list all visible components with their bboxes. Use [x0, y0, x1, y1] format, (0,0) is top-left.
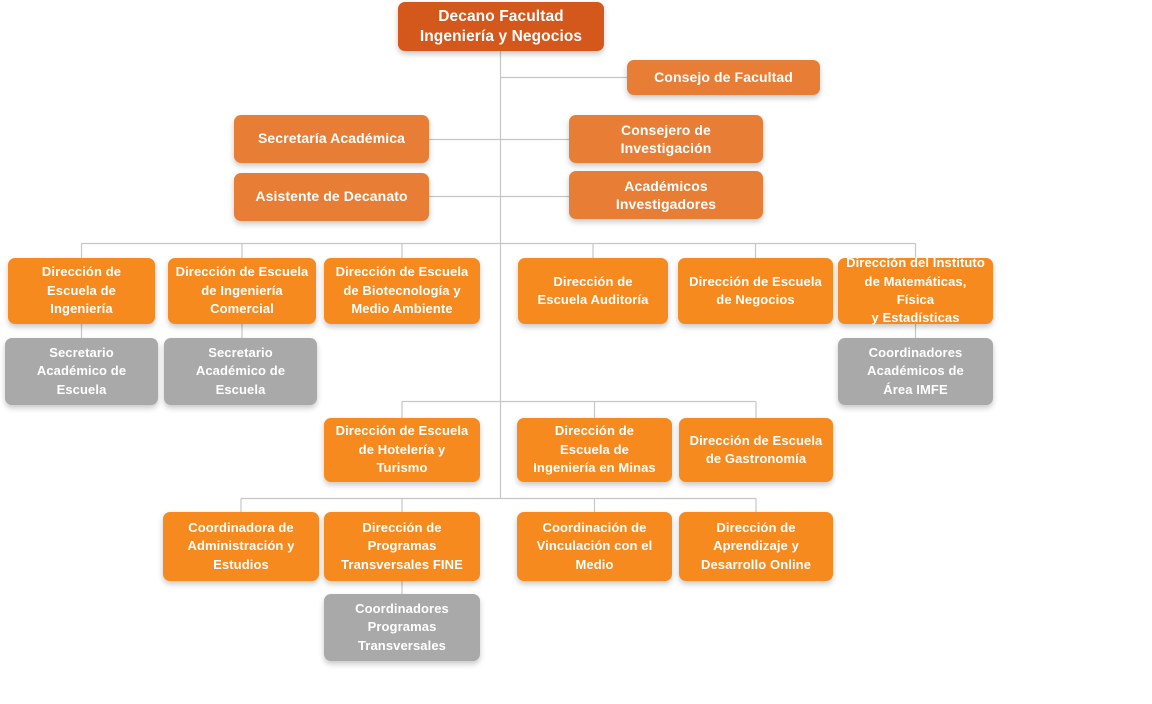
- node-instituto-imfe: Dirección del Instituto de Matemáticas, …: [838, 255, 993, 325]
- node-coordinadora-administracion: Coordinadora de Administración y Estudio…: [163, 512, 319, 581]
- node-aprendizaje-online: Dirección de Aprendizaje y Desarrollo On…: [679, 512, 833, 581]
- node-escuela-mineria: Dirección de Escuela de Ingeniería en Mi…: [517, 418, 672, 482]
- node-academicos-investigadores: Académicos Investigadores: [569, 171, 763, 219]
- node-escuela-hoteleria: Dirección de Escuela de Hotelería y Turi…: [324, 418, 480, 482]
- node-consejero-investigacion: Consejero de Investigación: [569, 115, 763, 163]
- node-escuela-ingenieria-comercial: Dirección de Escuela de Ingeniería Comer…: [168, 258, 316, 324]
- node-asistente-decanato: Asistente de Decanato: [234, 173, 429, 221]
- node-escuela-biotecnologia: Dirección de Escuela de Biotecnología y …: [324, 258, 480, 324]
- node-escuela-auditoria: Dirección de Escuela Auditoría: [518, 258, 668, 324]
- node-vinculacion-medio: Coordinación de Vinculación con el Medio: [517, 512, 672, 581]
- node-secretario-academico-1: Secretario Académico de Escuela: [5, 338, 158, 405]
- node-secretaria-academica: Secretaría Académica: [234, 115, 429, 163]
- node-coordinadores-transversales: Coordinadores Programas Transversales: [324, 594, 480, 661]
- node-escuela-negocios: Dirección de Escuela de Negocios: [678, 258, 833, 324]
- node-escuela-gastronomia: Dirección de Escuela de Gastronomía: [679, 418, 833, 482]
- node-consejo-de-facultad: Consejo de Facultad: [627, 60, 820, 95]
- node-escuela-ingenieria: Dirección de Escuela de Ingeniería: [8, 258, 155, 324]
- node-coordinadores-imfe: Coordinadores Académicos de Área IMFE: [838, 338, 993, 405]
- node-secretario-academico-2: Secretario Académico de Escuela: [164, 338, 317, 405]
- node-programas-transversales-fine: Dirección de Programas Transversales FIN…: [324, 512, 480, 581]
- node-decano-facultad: Decano Facultad Ingeniería y Negocios: [398, 2, 604, 51]
